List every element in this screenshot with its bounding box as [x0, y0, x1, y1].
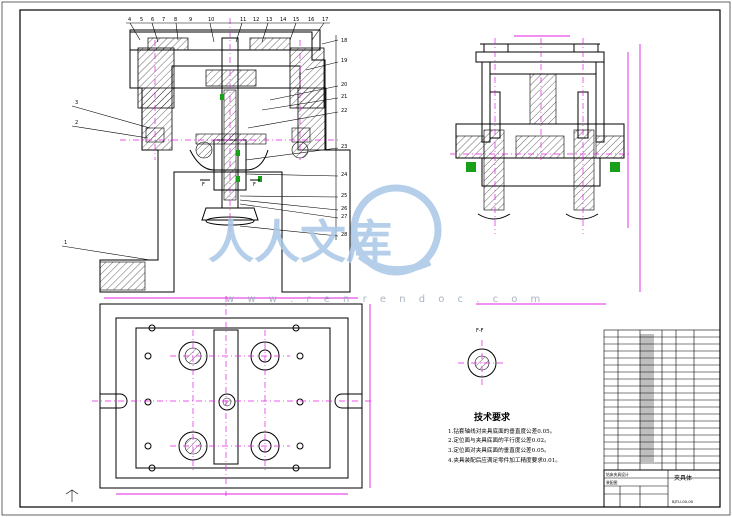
part-no-18: 18 — [341, 38, 347, 44]
side-view — [450, 35, 641, 305]
part-no-23: 23 — [341, 144, 347, 150]
tech-req-item-2: 2.定位面与夹具底面的平行度公差0.02。 — [448, 436, 550, 444]
part-no-2: 2 — [75, 120, 78, 126]
part-no-3: 3 — [75, 100, 78, 106]
watermark-url: w w w . r e n r e n d o c . c o m — [226, 294, 545, 305]
drawing-number: BJTU-00-00 — [672, 499, 694, 504]
part-no-10: 10 — [208, 17, 214, 23]
tech-req-item-1: 1.钻套轴线对夹具底面的垂直度公差0.05。 — [448, 427, 555, 435]
part-no-27: 27 — [341, 214, 347, 220]
part-no-20: 20 — [341, 82, 347, 88]
part-no-11: 11 — [240, 17, 246, 23]
tech-req-title: 技术要求 — [474, 411, 511, 423]
front-view: F F — [99, 18, 351, 293]
section-f-f: F-F — [458, 328, 506, 386]
svg-text:F: F — [202, 182, 205, 188]
tech-req-item-3: 3.定位面对夹具底面的垂直度公差0.05。 — [448, 446, 550, 454]
watermark: 人人文库 w w w . r e n r e n d o c . c o m — [208, 184, 545, 305]
part-number-row: 4 5 6 7 8 9 10 11 12 13 14 15 16 17 — [126, 17, 330, 43]
part-no-7: 7 — [162, 17, 165, 23]
part-no-26: 26 — [341, 206, 347, 212]
parts-list — [603, 329, 721, 471]
watermark-text: 人人文库 — [208, 215, 392, 269]
part-no-25: 25 — [341, 193, 347, 199]
part-no-22: 22 — [341, 108, 347, 114]
part-no-19: 19 — [341, 58, 347, 64]
right-leader-labels: 18 19 20 21 22 23 24 25 26 27 28 — [239, 35, 347, 240]
part-no-17: 17 — [322, 17, 328, 23]
inner-frame — [19, 9, 721, 508]
part-no-24: 24 — [341, 172, 347, 178]
part-no-4: 4 — [128, 17, 131, 23]
section-label: F-F — [476, 328, 484, 334]
top-view — [65, 296, 372, 502]
part-no-28: 28 — [341, 232, 347, 238]
title-block: 钻床夹具设计 装配图 夹具体 BJTU-00-00 — [603, 469, 721, 508]
part-no-21: 21 — [341, 94, 347, 100]
part-no-9: 9 — [189, 17, 192, 23]
left-leader-labels: 3 2 1 — [61, 100, 151, 261]
part-no-5: 5 — [140, 17, 143, 23]
technical-requirements: 技术要求 1.钻套轴线对夹具底面的垂直度公差0.05。 2.定位面与夹具底面的平… — [448, 411, 561, 464]
part-no-1: 1 — [64, 240, 67, 246]
part-no-15: 15 — [293, 17, 299, 23]
part-no-14: 14 — [280, 17, 286, 23]
title-line-1: 钻床夹具设计 — [606, 472, 629, 477]
part-no-6: 6 — [151, 17, 154, 23]
part-no-8: 8 — [174, 17, 177, 23]
part-no-13: 13 — [266, 17, 272, 23]
svg-text:F: F — [253, 182, 256, 188]
part-no-16: 16 — [308, 17, 314, 23]
title-line-2: 装配图 — [606, 480, 618, 485]
drawing-name: 夹具体 — [674, 474, 692, 482]
tech-req-item-4: 4.夹具装配后应满足零件加工精度要求0.01。 — [448, 456, 561, 464]
part-no-12: 12 — [253, 17, 259, 23]
